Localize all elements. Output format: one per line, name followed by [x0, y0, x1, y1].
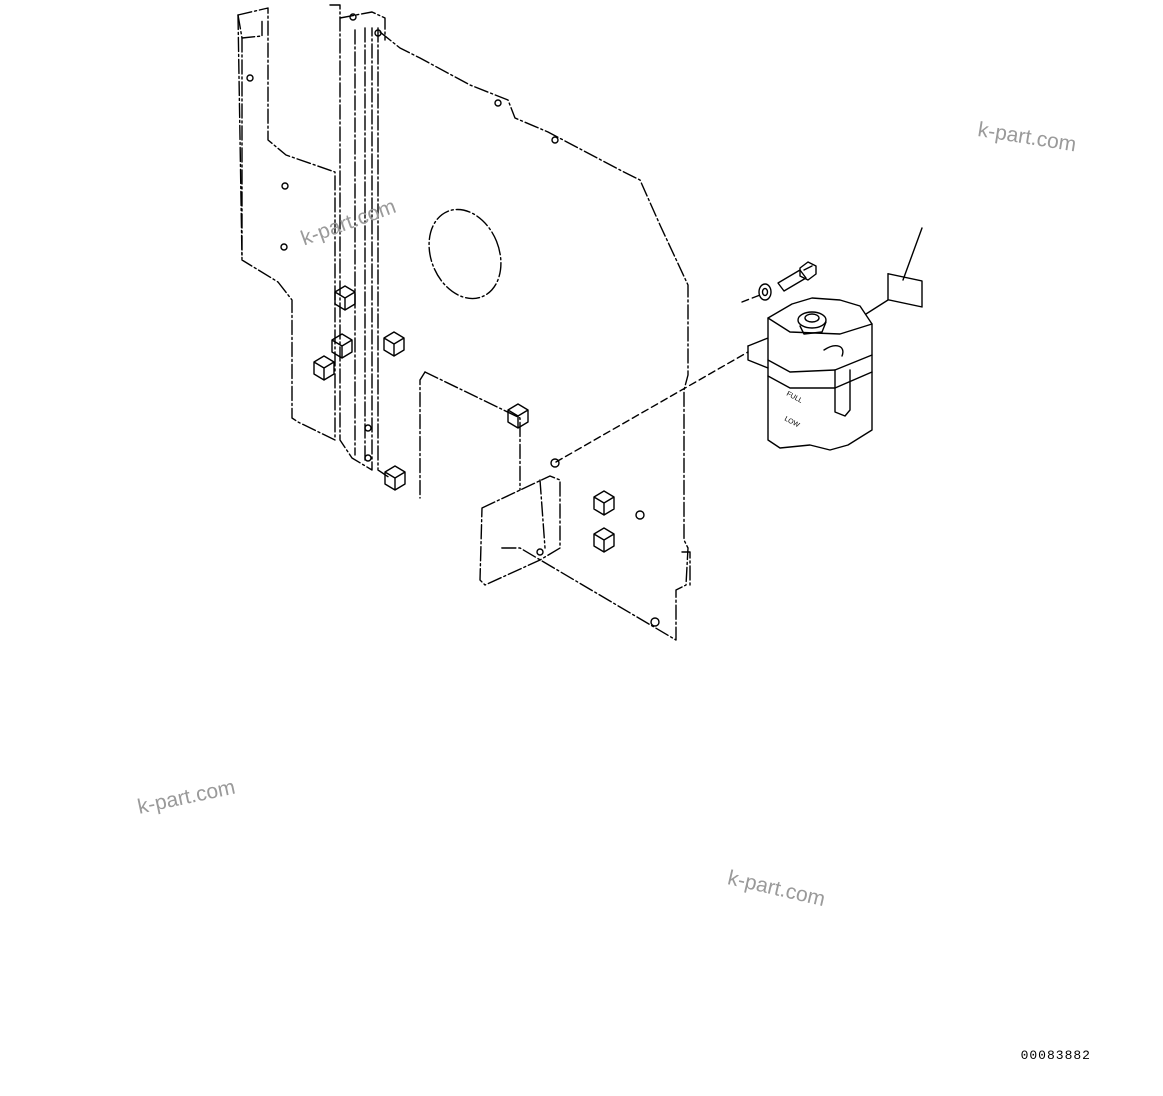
- tank-full-mark: FULL: [785, 391, 803, 405]
- tank-low-mark: LOW: [783, 416, 801, 430]
- reservoir-tank: FULL LOW: [747, 297, 873, 451]
- caution-label-plate: [887, 273, 923, 308]
- leader-line: [902, 227, 923, 281]
- leader-line-tank: [865, 299, 889, 315]
- assembly-line: [555, 351, 749, 463]
- bolt-axis-line: [741, 294, 761, 303]
- document-number: 00083882: [1020, 1048, 1091, 1063]
- mounting-bolt: [777, 261, 817, 292]
- washer: [758, 283, 772, 301]
- mounting-panel: [237, 4, 691, 641]
- cage-nut: [313, 285, 615, 553]
